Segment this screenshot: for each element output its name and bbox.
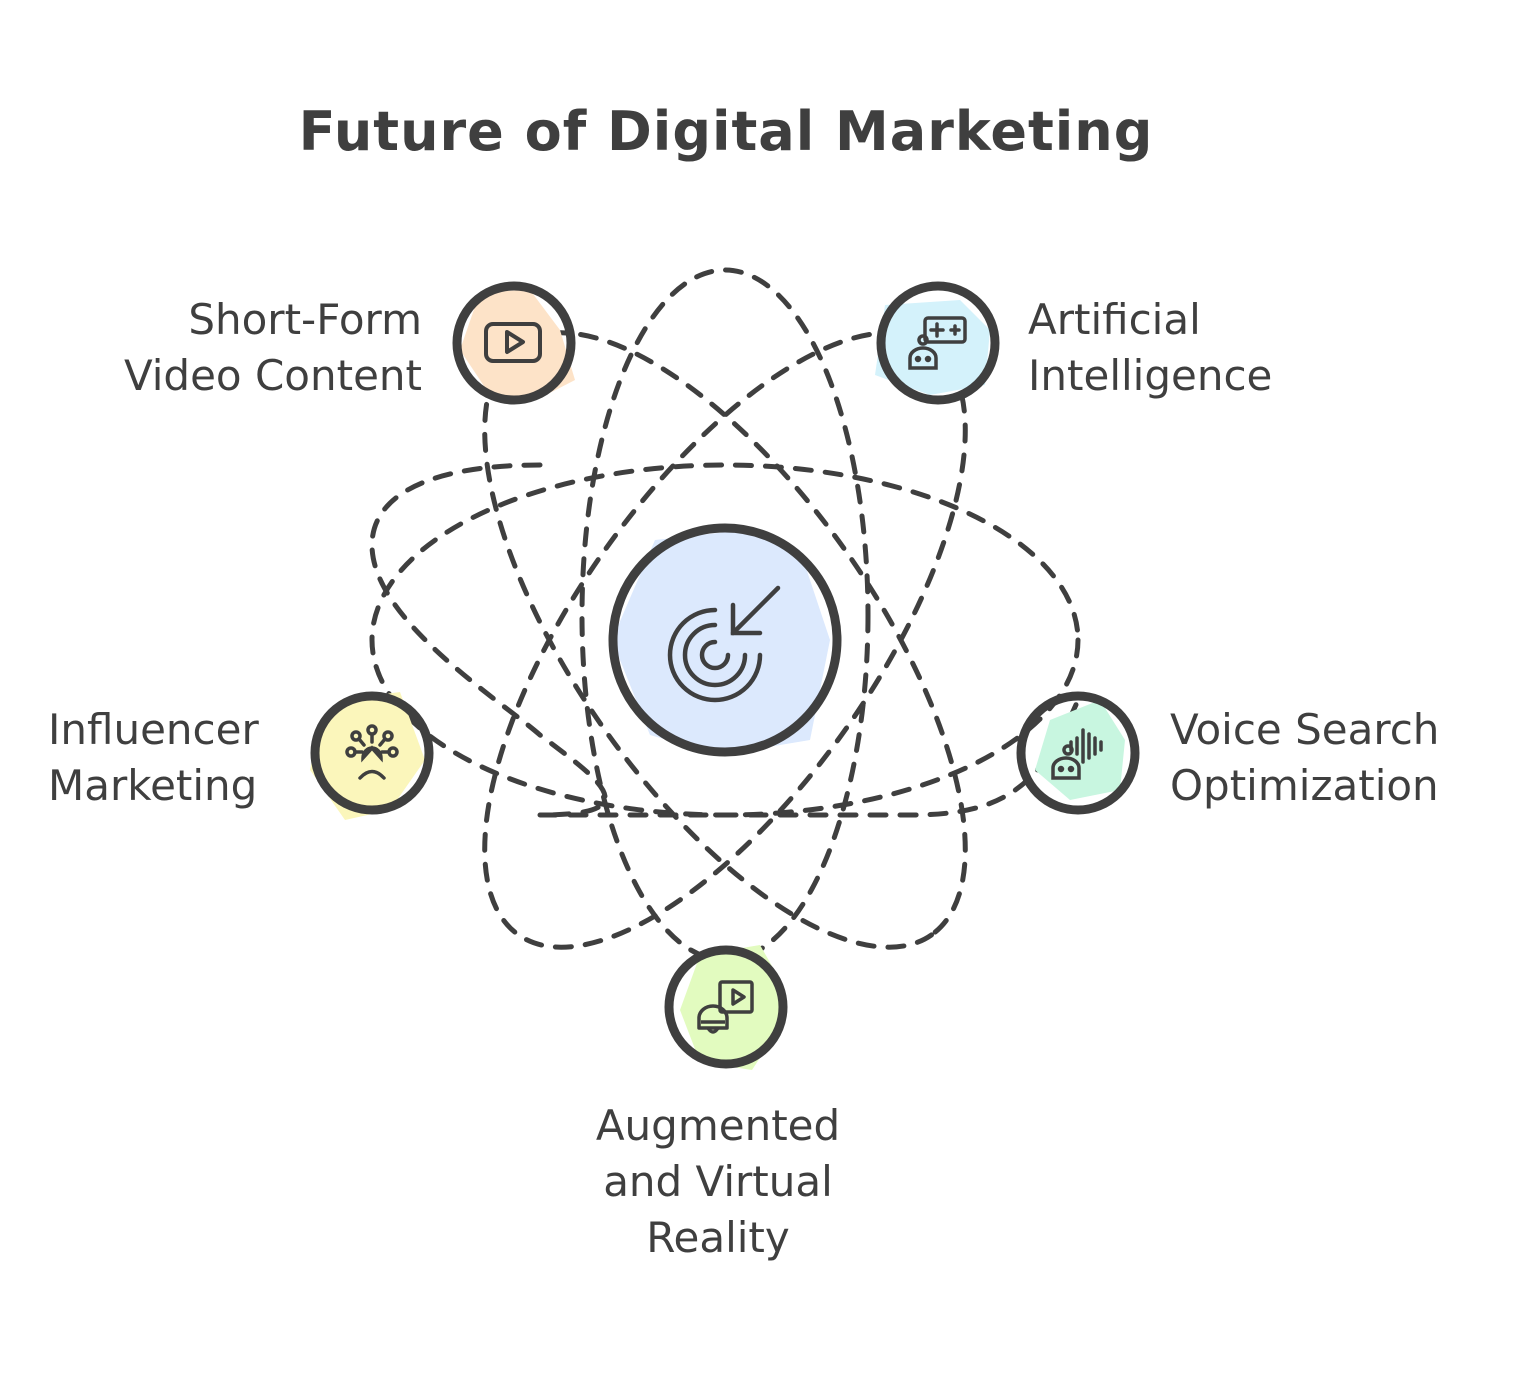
orbit-ellipse-diagonal-a — [482, 330, 968, 950]
label-line: Artificial — [1028, 295, 1201, 344]
center-ring — [608, 523, 842, 757]
label-line: Video Content — [123, 351, 422, 400]
label-line: Optimization — [1170, 761, 1439, 810]
node-ring — [664, 945, 788, 1069]
node-ring — [1016, 691, 1140, 815]
node-influencer-marketing[interactable] — [310, 691, 434, 820]
label-line: Reality — [646, 1213, 790, 1262]
label-artificial-intelligence: Artificial Intelligence — [1028, 292, 1348, 404]
label-short-form-video: Short-Form Video Content — [60, 292, 422, 404]
orbit-ellipse-horizontal — [369, 462, 1081, 818]
center-fill — [612, 530, 830, 755]
node-artificial-intelligence[interactable] — [875, 281, 1000, 405]
label-voice-search: Voice Search Optimization — [1170, 702, 1500, 814]
label-line: Intelligence — [1028, 351, 1273, 400]
video-play-icon — [484, 322, 542, 363]
node-fill — [680, 945, 780, 1070]
node-fill — [875, 300, 990, 395]
node-fill — [1035, 700, 1125, 800]
label-line: Augmented — [595, 1101, 841, 1150]
page-title: Future of Digital Marketing — [298, 100, 1154, 163]
node-fill — [310, 692, 425, 820]
node-ring — [452, 281, 576, 405]
robot-gamepad-icon — [908, 316, 967, 370]
node-ring — [876, 281, 1000, 405]
center-node — [608, 523, 842, 757]
label-line: Marketing — [48, 761, 258, 810]
node-ar-vr[interactable] — [664, 945, 788, 1070]
label-line: Influencer — [48, 705, 259, 754]
node-short-form-video[interactable] — [452, 281, 576, 405]
vr-headset-video-icon — [697, 980, 754, 1034]
label-line: and Virtual — [603, 1157, 833, 1206]
influencer-network-icon — [345, 724, 399, 780]
label-line: Voice Search — [1170, 705, 1440, 754]
label-influencer-marketing: Influencer Marketing — [48, 702, 308, 814]
robot-soundwave-icon — [1051, 728, 1103, 780]
label-line: Short-Form — [188, 295, 422, 344]
label-ar-vr: Augmented and Virtual Reality — [560, 1098, 876, 1266]
target-arrow-icon — [667, 585, 781, 703]
node-voice-search[interactable] — [1016, 691, 1140, 815]
node-ring — [310, 691, 434, 815]
